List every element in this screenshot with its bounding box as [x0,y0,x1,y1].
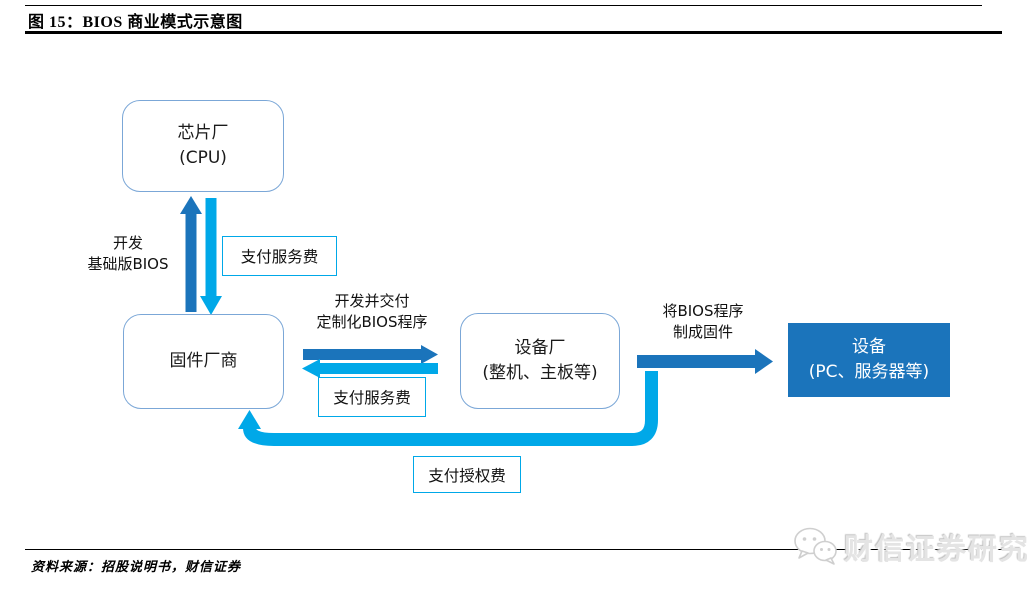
footer-rule [25,549,1002,550]
watermark: 财信证券研究 [792,524,1027,570]
node-firmware-name: 固件厂商 [169,351,238,372]
title-top-rule [25,5,982,6]
figure-title: 图 15：BIOS 商业模式示意图 [28,14,243,31]
node-device-maker-subtitle: (整机、主板等) [482,363,598,383]
arrow-devicemaker-to-device-right [637,349,773,374]
node-device-maker-name: 设备厂 [514,338,566,359]
tag-pay-service-fee-top: 支付服务费 [222,236,337,276]
label-develop-base-bios: 开发 基础版BIOS [87,234,169,273]
node-chip-name: 芯片厂 [177,123,229,144]
label-make-firmware: 将BIOS程序 制成固件 [662,302,744,341]
source-note: 资料来源：招股说明书，财信证券 [31,559,242,574]
watermark-text: 财信证券研究 [844,532,1027,566]
label-develop-custom-bios: 开发并交付 定制化BIOS程序 [316,292,428,331]
arrow-chip-to-firmware-down [200,198,222,315]
arrow-firmware-to-devicemaker-right [303,345,438,364]
node-device-name: 设备 [852,337,886,358]
tag-pay-service-fee-mid: 支付服务费 [318,377,426,417]
node-device-subtitle: (PC、服务器等) [808,362,930,382]
node-chip-subtitle: (CPU) [179,148,227,168]
node-device: 设备 (PC、服务器等) [788,323,950,397]
arrow-devicemaker-to-firmware-left [302,359,438,378]
title-bottom-rule [25,31,1002,34]
node-chip-maker: 芯片厂 (CPU) [122,100,284,192]
wechat-icon [794,527,837,565]
node-device-maker: 设备厂 (整机、主板等) [460,313,620,409]
tag-pay-license-fee: 支付授权费 [413,456,521,493]
node-firmware-vendor: 固件厂商 [123,314,284,409]
